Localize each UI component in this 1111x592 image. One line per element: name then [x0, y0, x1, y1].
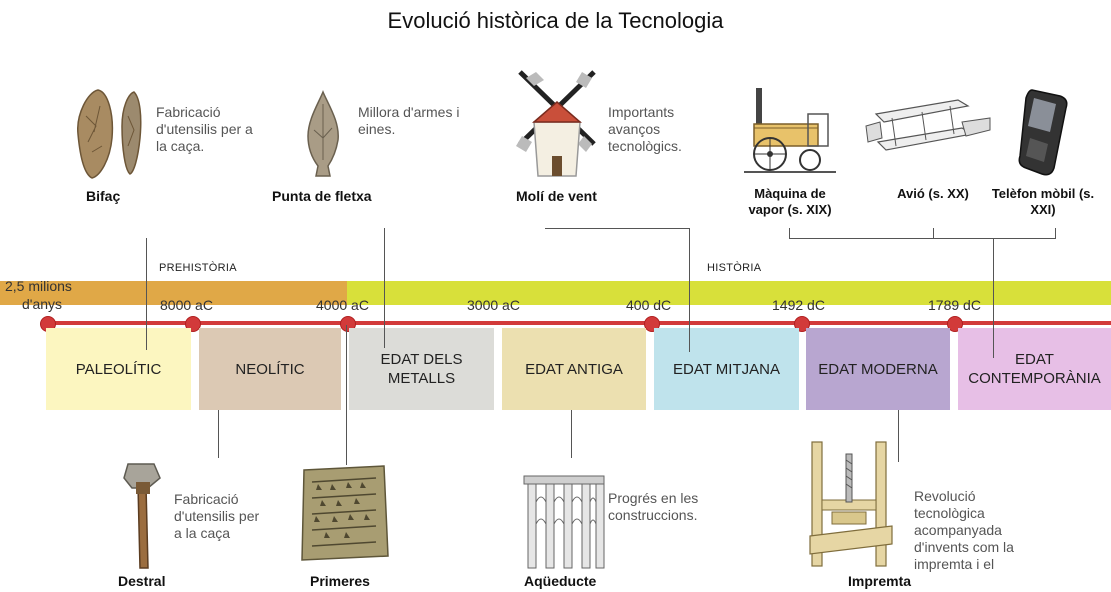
prehistory-label: PREHISTÒRIA	[159, 262, 237, 274]
period-label: PALEOLÍTIC	[75, 360, 162, 378]
history-band	[347, 281, 1111, 305]
windmill-illustration	[516, 70, 596, 177]
period-label: EDAT ANTIGA	[525, 360, 623, 378]
mobile-phone-caption: Telèfon mòbil (s. XXI)	[991, 186, 1095, 217]
connector-line	[346, 325, 347, 465]
windmill-description: Importants avanços tecnològics.	[608, 104, 682, 154]
connector-line	[146, 238, 147, 350]
aqueduct-illustration	[523, 475, 605, 569]
tick-label-start-2: d'anys	[22, 296, 63, 312]
tick-label-4000ac: 4000 aC	[316, 297, 369, 313]
connector-line	[898, 410, 899, 462]
tablet-caption: Primeres	[310, 573, 370, 589]
period-label: EDAT MITJANA	[673, 360, 780, 378]
period-label: NEOLÍTIC	[235, 360, 305, 378]
connector-line	[933, 228, 934, 238]
bifac-description: Fabricació d'utensilis per a la caça.	[156, 104, 253, 154]
period-label: EDAT DELS METALLS	[380, 351, 463, 387]
windmill-caption: Molí de vent	[516, 188, 597, 204]
steam-engine-caption: Màquina de vapor (s. XIX)	[748, 186, 832, 217]
connector-line	[993, 238, 994, 358]
axe-description: Fabricació d'utensilis per a la caça	[174, 491, 260, 541]
aqueduct-caption: Aqüeducte	[524, 573, 597, 589]
period-moderna: EDAT MODERNA	[806, 328, 950, 410]
bifac-illustration	[77, 89, 142, 179]
connector-line	[384, 228, 385, 348]
connector-line	[545, 228, 690, 229]
period-label: EDAT MODERNA	[818, 360, 938, 378]
connector-line	[218, 410, 219, 458]
arrowhead-description: Millora d'armes i eines.	[358, 104, 460, 137]
tick-label-start-1: 2,5 milions	[5, 278, 72, 294]
connector-line	[571, 410, 572, 458]
connector-line	[789, 238, 1056, 239]
printing-press-illustration	[809, 441, 893, 567]
period-paleolitic: PALEOLÍTIC	[46, 328, 191, 410]
tick-label-3000ac: 3000 aC	[467, 297, 520, 313]
prehistory-band	[0, 281, 347, 305]
steam-engine-illustration	[744, 88, 836, 173]
press-caption: Impremta	[848, 573, 912, 589]
tick-label-400dc: 400 dC	[626, 297, 672, 313]
aqueduct-description: Progrés en les construccions.	[608, 490, 699, 523]
page-title: Evolució històrica de la Tecnologia	[387, 8, 724, 33]
mobile-phone-illustration	[1018, 89, 1068, 176]
period-metalls: EDAT DELS METALLS	[349, 328, 494, 410]
timeline-line	[46, 321, 1111, 325]
tick-label-1492dc: 1492 dC	[772, 297, 825, 313]
period-mitjana: EDAT MITJANA	[654, 328, 799, 410]
axe-caption: Destral	[118, 573, 166, 589]
period-label: EDAT CONTEMPORÀNIA	[968, 351, 1101, 387]
period-antiga: EDAT ANTIGA	[502, 328, 646, 410]
connector-line	[689, 228, 690, 352]
period-neolitic: NEOLÍTIC	[199, 328, 341, 410]
clay-tablet-illustration	[301, 465, 389, 561]
airplane-caption: Avió (s. XX)	[897, 186, 969, 201]
tick-label-8000ac: 8000 aC	[160, 297, 213, 313]
arrowhead-caption: Punta de fletxa	[272, 188, 372, 204]
connector-line	[1055, 228, 1056, 238]
period-contemporania: EDAT CONTEMPORÀNIA	[958, 328, 1111, 410]
history-label: HISTÒRIA	[707, 262, 762, 274]
bifac-caption: Bifaç	[86, 188, 121, 204]
airplane-illustration	[865, 99, 991, 151]
tick-label-1789dc: 1789 dC	[928, 297, 981, 313]
press-description: Revolució tecnològica acompanyada d'inve…	[914, 488, 1014, 572]
arrowhead-illustration	[307, 90, 339, 177]
connector-line	[789, 228, 790, 238]
axe-illustration	[123, 463, 161, 569]
